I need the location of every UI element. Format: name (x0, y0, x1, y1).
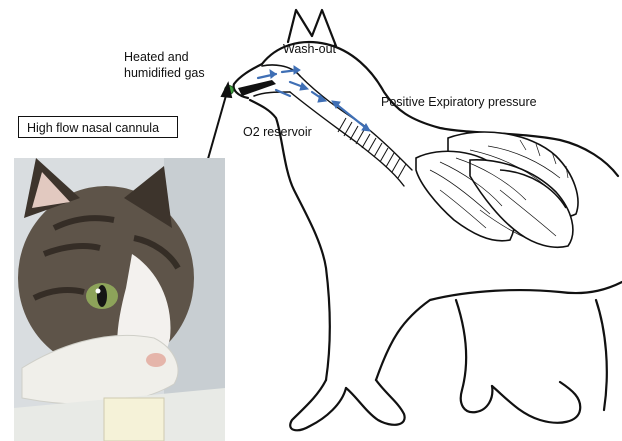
wash-out-label: Wash-out (283, 41, 336, 57)
cat-chest-line (250, 100, 330, 380)
cat-hind-leg-2 (492, 382, 580, 423)
o2-reservoir-label: O2 reservoir (243, 124, 312, 140)
arrow-icon (276, 90, 290, 96)
cat-rear (596, 300, 607, 410)
cat-ear-left (288, 10, 312, 42)
cat-front-leg-2 (346, 380, 405, 425)
heated-gas-label: Heated and humidified gas (124, 49, 205, 81)
trachea-rings (338, 118, 406, 178)
cat-hind-leg (456, 300, 492, 412)
heated-gas-line1: Heated and (124, 49, 205, 65)
trachea-upper (300, 76, 412, 170)
positive-expiratory-pressure-label: Positive Expiratory pressure (381, 94, 537, 110)
high-flow-nasal-cannula-label: High flow nasal cannula (18, 116, 178, 138)
cat-front-leg (290, 380, 346, 430)
cat-belly (376, 282, 622, 380)
cat-photo-icon (14, 158, 225, 441)
heated-gas-line2: humidified gas (124, 65, 205, 81)
cat-photo (14, 158, 225, 441)
flow-arrows (258, 66, 370, 131)
lungs (416, 132, 578, 247)
nasal-cannula-icon (238, 80, 276, 96)
